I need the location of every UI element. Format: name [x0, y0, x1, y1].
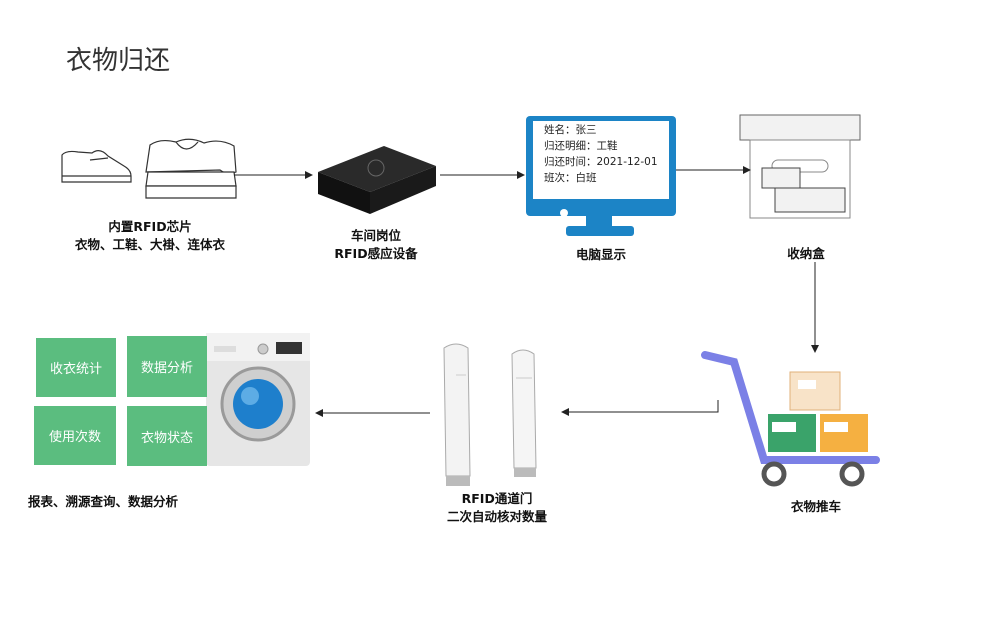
computer-caption: 电脑显示 — [575, 247, 626, 262]
monitor-icon — [526, 116, 676, 236]
gate-caption: RFID通道门 二次自动核对数量 — [446, 491, 547, 524]
tile-laundry-stats: 收衣统计 — [36, 338, 116, 397]
cart-icon — [701, 351, 880, 487]
tile-clothing-status: 衣物状态 — [127, 406, 207, 466]
clothes-icon — [145, 138, 237, 199]
screen-detail: 归还明细：工鞋 — [544, 140, 618, 152]
box-caption: 收纳盒 — [787, 246, 825, 261]
page-title: 衣物归还 — [66, 46, 171, 76]
screen-name: 姓名：张三 — [544, 124, 597, 136]
screen-shift: 班次：白班 — [544, 172, 597, 184]
chip-caption: 内置RFID芯片 衣物、工鞋、大褂、连体衣 — [74, 219, 225, 252]
system-caption: 报表、溯源查询、数据分析 — [28, 494, 179, 509]
tile-usage-count: 使用次数 — [34, 406, 116, 465]
arrow-cart-to-gate — [561, 400, 719, 416]
monitor-screen: 姓名：张三 归还明细：工鞋 归还时间：2021-12-01 班次：白班 — [544, 122, 658, 186]
cart-caption: 衣物推车 — [790, 499, 841, 514]
washing-machine-icon — [206, 333, 310, 466]
shoe-icon — [61, 150, 132, 183]
screen-time: 归还时间：2021-12-01 — [544, 156, 658, 168]
reader-caption: 车间岗位 RFID感应设备 — [334, 228, 418, 261]
storage-box-icon — [739, 114, 861, 219]
rfid-gate-icon — [443, 343, 537, 486]
tile-data-analysis: 数据分析 — [127, 336, 207, 397]
rfid-reader-icon — [318, 146, 436, 214]
